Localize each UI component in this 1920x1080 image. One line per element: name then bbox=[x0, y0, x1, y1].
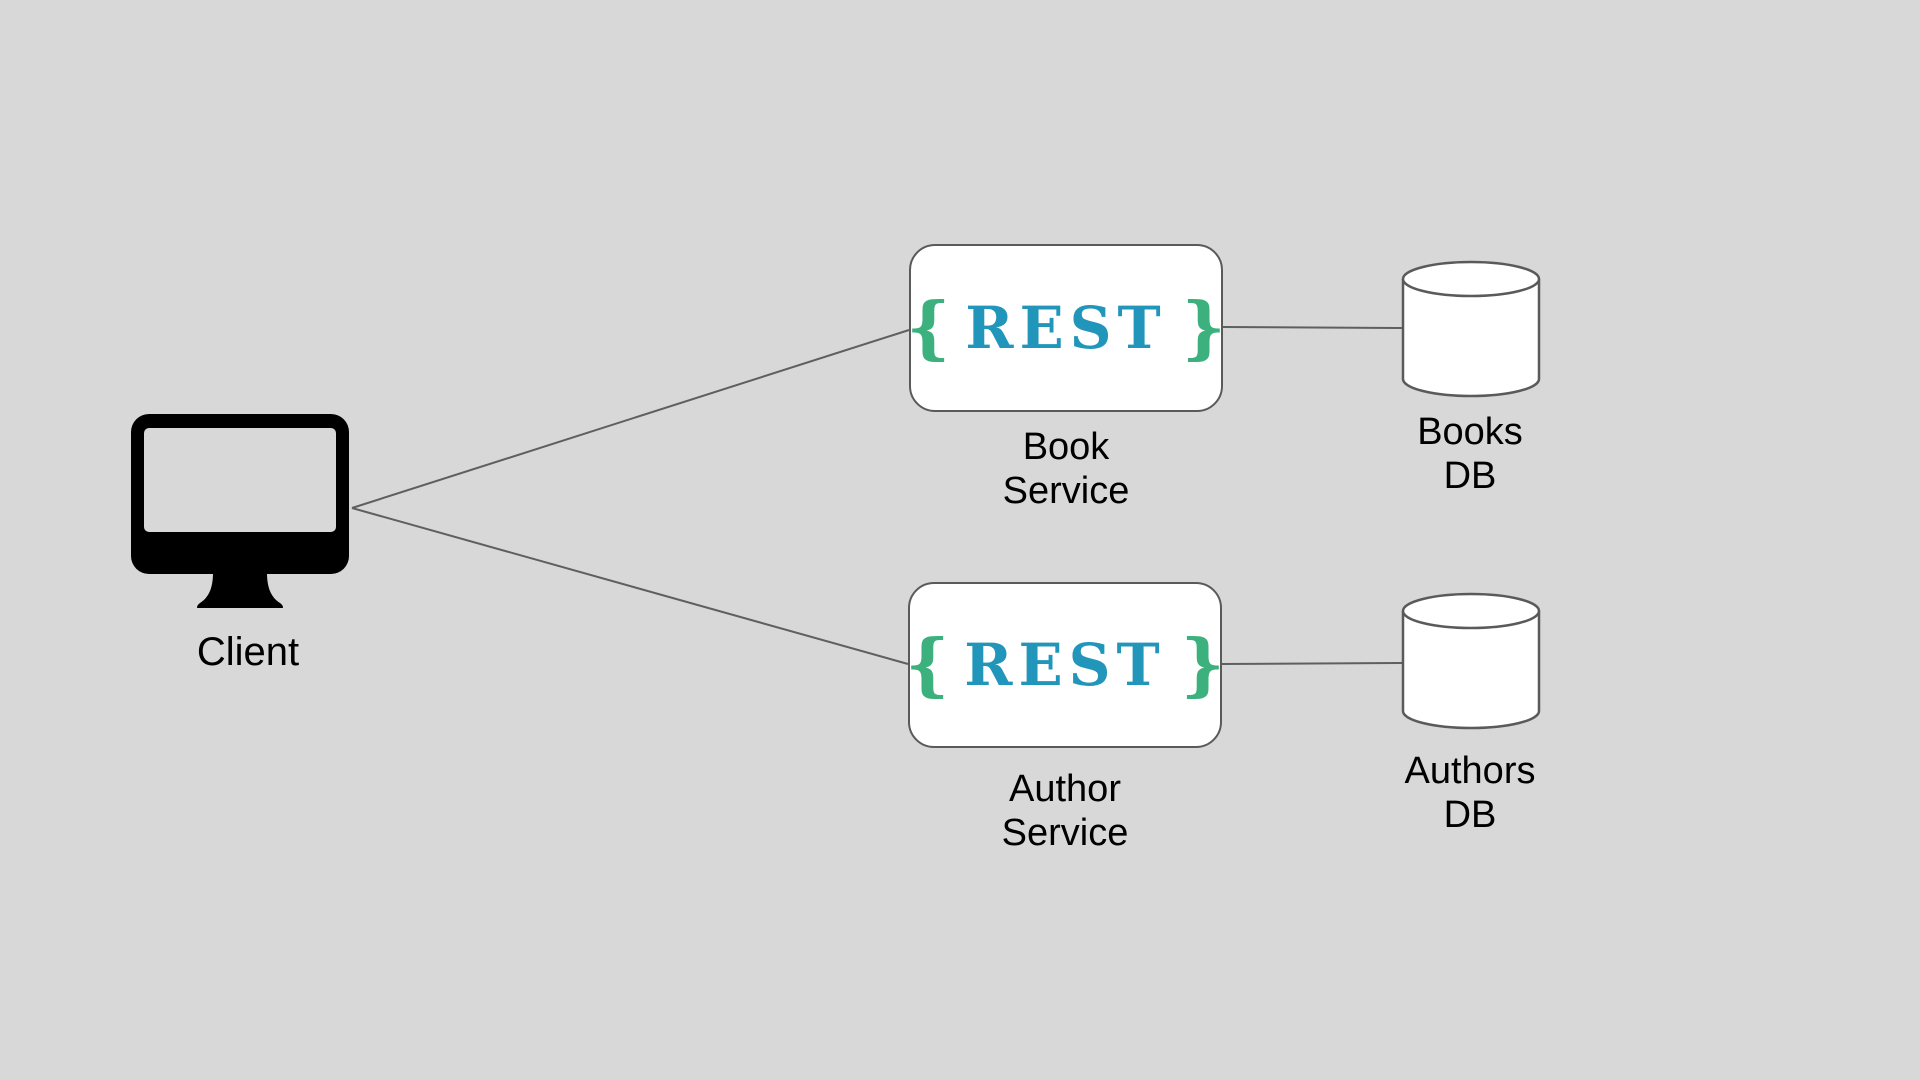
label-line: DB bbox=[1443, 455, 1497, 497]
authors-db-icon bbox=[1401, 592, 1541, 730]
monitor-screen bbox=[144, 428, 336, 532]
author-service-label: Author Service bbox=[905, 767, 1225, 855]
label-line: Author bbox=[1009, 768, 1121, 810]
edge-client-to-author-service bbox=[351, 507, 909, 665]
cylinder-body bbox=[1401, 279, 1541, 398]
label-line: Books bbox=[1417, 411, 1523, 453]
edge-book-service-to-books-db bbox=[1222, 326, 1405, 329]
rest-logo-text: REST bbox=[965, 294, 1167, 362]
monitor-stand bbox=[197, 573, 283, 608]
books-db-label: Books DB bbox=[1370, 410, 1570, 498]
label-line: Service bbox=[1002, 470, 1130, 512]
authors-db-label: Authors DB bbox=[1370, 749, 1570, 837]
open-brace-icon: { bbox=[906, 288, 951, 368]
edge-client-to-book-service bbox=[351, 329, 910, 509]
close-brace-icon: } bbox=[1180, 625, 1225, 705]
cylinder-top bbox=[1401, 592, 1541, 630]
client-monitor-icon bbox=[131, 414, 349, 608]
client-label: Client bbox=[196, 630, 300, 674]
book-service-node: { REST } bbox=[906, 244, 1226, 412]
open-brace-icon: { bbox=[905, 625, 950, 705]
close-brace-icon: } bbox=[1181, 288, 1226, 368]
label-line: Service bbox=[1001, 812, 1129, 854]
rest-logo-text: REST bbox=[964, 631, 1166, 699]
label-line: DB bbox=[1443, 794, 1497, 836]
book-service-label: Book Service bbox=[906, 425, 1226, 513]
label-line: Authors bbox=[1404, 750, 1536, 792]
edge-author-service-to-authors-db bbox=[1221, 662, 1405, 665]
cylinder-body bbox=[1401, 611, 1541, 730]
label-line: Book bbox=[1022, 426, 1110, 468]
author-service-node: { REST } bbox=[905, 582, 1225, 748]
cylinder-top bbox=[1401, 260, 1541, 298]
books-db-icon bbox=[1401, 260, 1541, 398]
